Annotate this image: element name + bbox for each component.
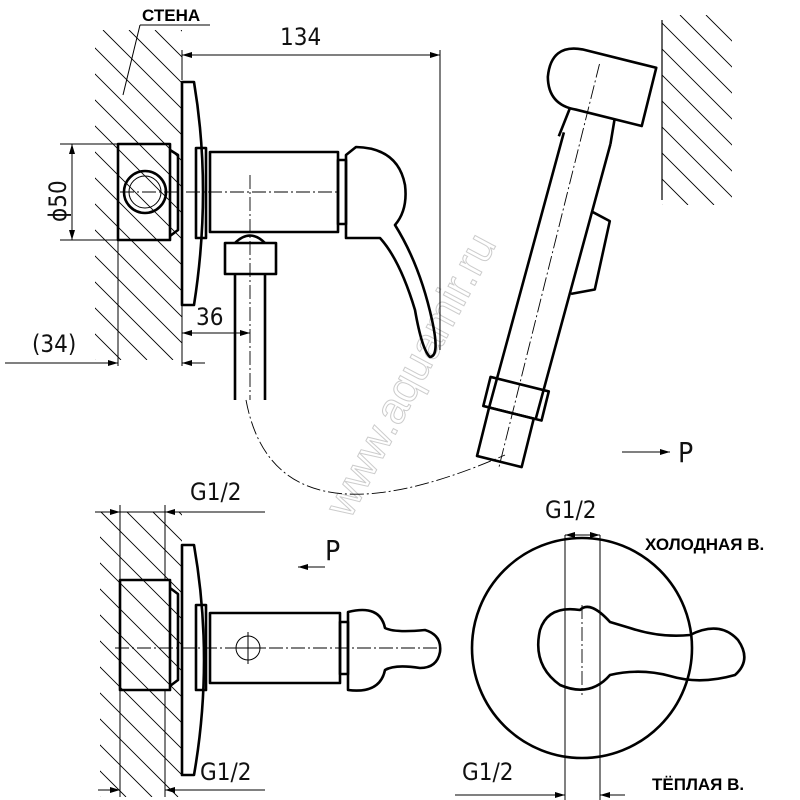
hatch-line bbox=[178, 512, 182, 516]
hatch-line bbox=[100, 718, 179, 797]
hatch-line bbox=[100, 536, 182, 620]
hatch-line bbox=[95, 177, 182, 266]
hatch-line bbox=[100, 588, 182, 672]
dim-thread-bottom-bottom: G1/2 bbox=[200, 758, 251, 786]
hatch-line bbox=[662, 152, 715, 205]
hatch-line bbox=[95, 73, 182, 162]
wall-hatch-bottom bbox=[100, 512, 182, 797]
hatch-line bbox=[95, 47, 182, 136]
wall-hatch-right bbox=[662, 15, 732, 205]
hatch-line bbox=[95, 281, 174, 360]
hatch-line bbox=[100, 692, 182, 776]
hose-path bbox=[245, 399, 506, 495]
hatch-line bbox=[100, 744, 153, 797]
view-marker-p2: P bbox=[325, 534, 340, 567]
hatch-line bbox=[100, 562, 182, 646]
hatch-line bbox=[126, 512, 182, 568]
dim-total-length: 134 bbox=[280, 23, 321, 51]
dim-outlet-offset: 36 bbox=[196, 303, 223, 331]
hatch-line bbox=[100, 796, 101, 797]
hatch-line bbox=[100, 640, 182, 724]
dim-thread-bottom-top: G1/2 bbox=[190, 478, 241, 506]
side-view-mixer bbox=[116, 80, 437, 400]
hatch-line bbox=[95, 99, 182, 188]
hatch-line bbox=[662, 178, 689, 205]
hatch-line bbox=[102, 30, 182, 110]
dim-thread-front-top: G1/2 bbox=[545, 496, 596, 524]
cold-water-label: ХОЛОДНАЯ В. bbox=[645, 535, 764, 554]
hatch-line bbox=[100, 614, 182, 698]
hatch-line bbox=[705, 15, 732, 42]
hatch-line bbox=[662, 74, 732, 146]
hatch-line bbox=[95, 151, 182, 240]
hatch-line bbox=[662, 100, 732, 172]
hatch-line bbox=[100, 512, 182, 594]
warm-water-label: ТЁПЛАЯ В. bbox=[652, 775, 744, 794]
hatch-line bbox=[662, 126, 732, 198]
dim-wall-depth: (34) bbox=[32, 330, 76, 358]
hatch-line bbox=[662, 22, 732, 94]
top-view-mixer bbox=[115, 543, 442, 777]
dim-thread-front-bottom: G1/2 bbox=[462, 758, 513, 786]
hatch-line bbox=[100, 770, 127, 797]
dimension-lines-bottom bbox=[95, 505, 325, 797]
hand-shower bbox=[475, 47, 658, 469]
hatch-line bbox=[95, 229, 182, 318]
dimension-lines-top bbox=[5, 24, 441, 366]
hatch-line bbox=[662, 48, 732, 120]
hatch-line bbox=[95, 125, 182, 214]
view-marker-p1: P bbox=[678, 436, 693, 469]
wall-label: СТЕНА bbox=[142, 6, 200, 25]
watermark: www.aquamir.ru bbox=[315, 225, 506, 525]
dim-diameter: ϕ50 bbox=[44, 180, 72, 222]
front-view-mixer bbox=[455, 532, 746, 800]
hatch-line bbox=[662, 204, 663, 205]
hatch-line bbox=[679, 15, 732, 68]
hatch-line bbox=[95, 255, 182, 344]
